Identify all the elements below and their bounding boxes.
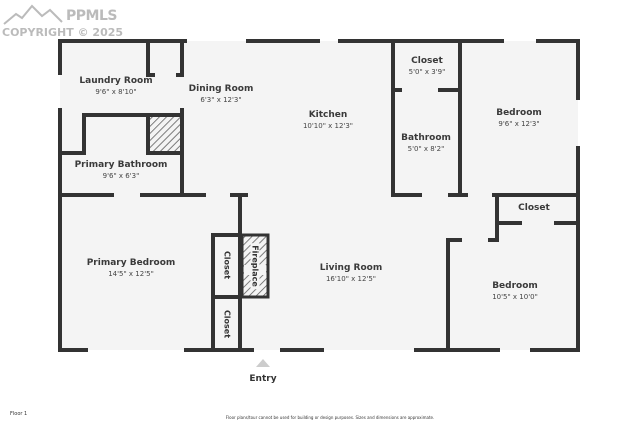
brand-text: PPMLS	[66, 8, 117, 24]
walls	[58, 39, 580, 352]
copyright-text: COPYRIGHT © 2025	[2, 26, 124, 39]
closet-bedroom-2: Closet	[518, 203, 550, 213]
floor-label: Floor 1	[10, 411, 28, 417]
closet-label-2: Closet	[222, 309, 232, 339]
closet-label-1: Closet	[222, 250, 232, 280]
entry-arrow-icon	[256, 359, 270, 367]
entry-label: Entry	[249, 374, 277, 384]
mountain-logo-icon	[3, 4, 63, 25]
fireplace-label: Fireplace	[250, 243, 260, 289]
disclaimer: Floor plans/tour cannot be used for buil…	[225, 415, 435, 420]
utility-chase	[150, 117, 180, 151]
